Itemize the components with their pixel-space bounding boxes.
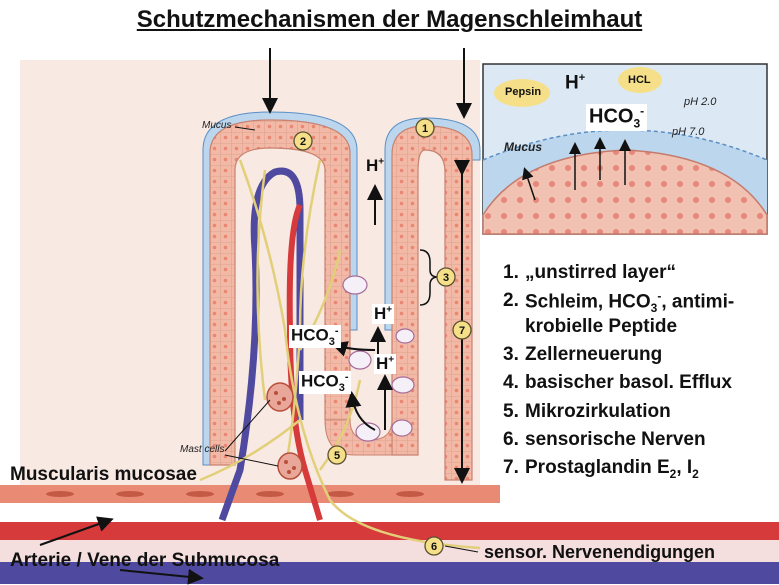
hplus-label-low: H+ bbox=[374, 354, 396, 374]
bicarbonate-label-2: HCO3- bbox=[299, 371, 351, 394]
inset-ph-neutral: pH 7.0 bbox=[672, 126, 704, 138]
inset-ph-acid: pH 2.0 bbox=[684, 96, 716, 108]
hplus-label-mid: H+ bbox=[372, 304, 394, 324]
circle-label-3: 3 bbox=[443, 272, 449, 284]
legend-item-5: 5.Mikrozirkulation bbox=[503, 401, 734, 422]
submucosa-artery bbox=[0, 522, 779, 540]
circle-label-6: 6 bbox=[431, 541, 437, 553]
mucus-label: Mucus bbox=[202, 120, 231, 131]
legend-item-7: 7.Prostaglandin E2, I2 bbox=[503, 457, 734, 481]
inset-hplus-label: H+ bbox=[565, 72, 585, 94]
legend-item-6: 6.sensorische Nerven bbox=[503, 429, 734, 450]
hplus-label-top: H+ bbox=[366, 156, 384, 176]
inset-pepsin-label: Pepsin bbox=[505, 86, 541, 98]
inset-hcl-label: HCL bbox=[628, 74, 651, 86]
legend-item-1: 1.„unstirred layer“ bbox=[503, 262, 734, 283]
circle-label-7: 7 bbox=[459, 325, 465, 337]
circle-label-5: 5 bbox=[334, 450, 340, 462]
nerve-endings-label: sensor. Nervenendigungen bbox=[484, 542, 715, 563]
muscularis-layer bbox=[0, 485, 500, 503]
circle-label-2: 2 bbox=[300, 136, 306, 148]
legend-item-2: 2.Schleim, HCO3-, antimi-krobielle Pepti… bbox=[503, 290, 734, 337]
inset-bicarbonate-label: HCO3- bbox=[586, 104, 647, 131]
bicarbonate-label-1: HCO3- bbox=[289, 325, 341, 348]
mechanism-legend: 1.„unstirred layer“ 2.Schleim, HCO3-, an… bbox=[503, 262, 734, 488]
muscularis-label: Muscularis mucosae bbox=[10, 464, 197, 486]
legend-item-3: 3.Zellerneuerung bbox=[503, 344, 734, 365]
inset-mucus-label: Mucus bbox=[504, 140, 542, 154]
legend-item-4: 4.basischer basol. Efflux bbox=[503, 372, 734, 393]
submucosa-vessels-label: Arterie / Vene der Submucosa bbox=[10, 550, 279, 572]
circle-label-1: 1 bbox=[422, 123, 428, 135]
mast-cells-label: Mast cells bbox=[180, 444, 224, 455]
